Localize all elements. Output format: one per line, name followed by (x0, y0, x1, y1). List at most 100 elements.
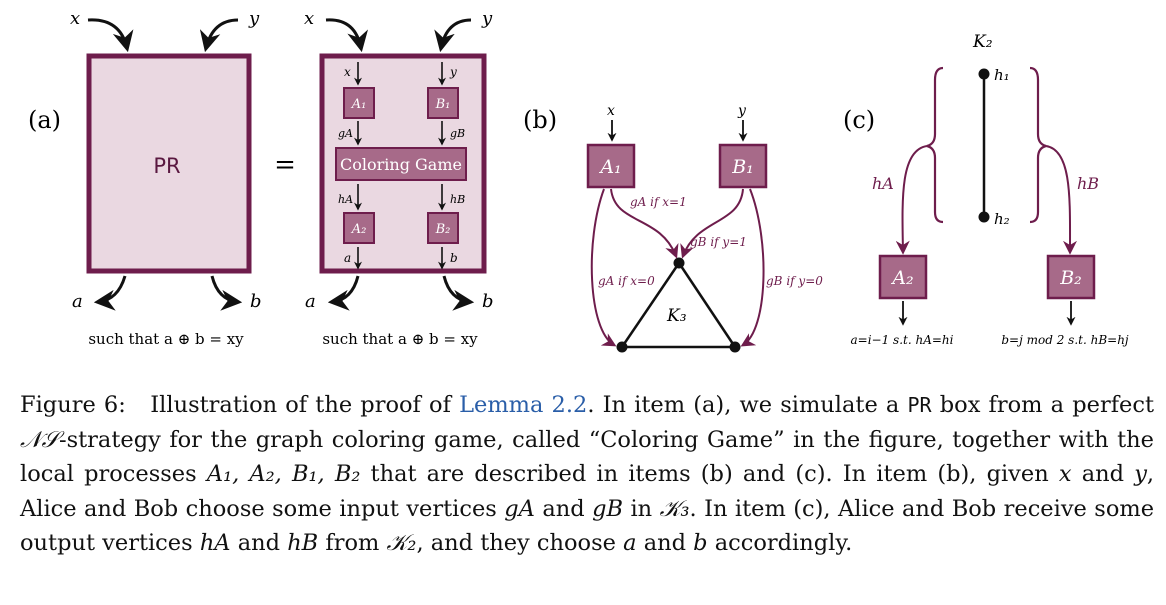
b-input-y-label: y (737, 103, 747, 119)
b-label-ga-x0: gA if x=0 (598, 274, 655, 288)
panel-b: (b) x y A₁ B₁ K₃ gA if x=1 gB if y=1 gA … (523, 103, 823, 353)
inner-a2-box (343, 212, 375, 244)
inner-a1-box (343, 87, 375, 119)
condition-left: such that a ⊕ b = xy (88, 330, 244, 348)
b-b1-box (718, 143, 768, 189)
caption-text: that are described in items (b) and (c).… (370, 461, 1049, 487)
caption-ha: hA (199, 530, 231, 556)
right-input-y-label: y (481, 8, 493, 29)
c-ha-label: hA (872, 174, 894, 193)
inner-b1-box (427, 87, 459, 119)
inner-a2-label: A₂ (351, 222, 367, 237)
lemma-link[interactable]: Lemma 2.2 (459, 392, 588, 418)
inner-a-label: a (344, 251, 351, 265)
b-a1-box (586, 143, 636, 189)
c-arrow-hb (1045, 145, 1078, 255)
caption-text: -strategy for the graph coloring game, c… (20, 426, 1154, 488)
coloring-game-label: Coloring Game (340, 155, 462, 174)
c-b2-box (1046, 254, 1096, 300)
k3-label: K₃ (666, 306, 687, 326)
k3-vertex-right (729, 341, 741, 353)
right-output-b-label: b (482, 291, 494, 312)
caption-text: accordingly. (714, 530, 853, 556)
inner-hb-label: hB (450, 193, 465, 206)
k3-edge-top-right (677, 262, 737, 348)
caption-text: , and they choose (416, 530, 616, 556)
c-arrow-ha (895, 145, 928, 255)
caption-text: and (542, 495, 585, 522)
right-input-x-label: x (304, 8, 314, 29)
b-input-x-label: x (607, 103, 615, 119)
right-arrow-b-out (442, 275, 475, 311)
caption-k3: 𝒦₃ (659, 495, 690, 522)
caption-text: . In item (a), we simulate a (587, 392, 900, 418)
caption-text: Illustration of the proof of (150, 392, 451, 418)
c-a2-label: A₂ (890, 267, 913, 289)
k2-label: K₂ (972, 32, 993, 52)
b-label-gb-y1: gB if y=1 (690, 235, 747, 249)
panel-c: (c) K₂ h₁ h₂ hA hB A₂ B₂ a=i−1 s.t. hA=h… (843, 32, 1129, 347)
caption-text: , Alice and Bob choose some input vertic… (20, 461, 1155, 522)
c-a2-box (878, 254, 928, 300)
h1-label: h₁ (994, 66, 1010, 84)
caption-ns: 𝒩𝒮 (20, 426, 59, 453)
inner-b-label: b (450, 251, 458, 265)
b-label-ga-x1: gA if x=1 (630, 195, 687, 209)
left-brace (926, 66, 944, 224)
b-label-gb-y0: gB if y=0 (766, 274, 823, 288)
k3-vertex-left (616, 341, 628, 353)
caption-text: in (630, 495, 653, 522)
inner-ga-label: gA (338, 127, 353, 140)
panel-a-label: (a) (28, 106, 61, 134)
output-a-label: a (72, 291, 83, 312)
caption-a: a (623, 530, 637, 556)
caption-ga: gA (504, 495, 535, 522)
panel-a: (a) x y PR a b such that a ⊕ b = xy = x … (28, 8, 494, 348)
coloring-game-box (335, 147, 467, 181)
caption-text: and (643, 530, 687, 556)
k2-vertex-h1 (978, 68, 990, 80)
panel-b-label: (b) (523, 106, 557, 134)
k3-vertex-top (673, 257, 685, 269)
arrow-y-in (199, 18, 239, 53)
b-arrow-ga-x0 (590, 188, 617, 347)
c-hb-label: hB (1077, 174, 1099, 193)
caption-k2: 𝒦₂ (386, 530, 417, 556)
figure-6-diagram: (a) x y PR a b such that a ⊕ b = xy = x … (28, 8, 1129, 353)
equals-sign: = (274, 150, 296, 180)
caption-text: box from a perfect (939, 392, 1154, 418)
inner-b1-label: B₁ (435, 97, 451, 112)
k2-vertex-h2 (978, 211, 990, 223)
inner-b2-box (427, 212, 459, 244)
inner-y-label: y (449, 65, 457, 79)
b-arrow-gb-y0 (740, 188, 765, 347)
b-a1-label: A₁ (598, 156, 621, 178)
caption-text: . In item (c), Alice and Bob receive som… (20, 495, 1155, 557)
caption-text: and (1081, 461, 1125, 487)
inner-gb-label: gB (450, 127, 465, 140)
inner-x-label: x (344, 65, 351, 79)
arrow-a-out (93, 275, 127, 311)
caption-procs: A₁, A₂, B₁, B₂ (206, 461, 361, 487)
right-arrow-y-in (434, 18, 472, 53)
arrow-b-out (210, 275, 243, 311)
c-b2-label: B₂ (1059, 267, 1082, 289)
caption-text: and (237, 530, 281, 556)
caption-pr: PR (907, 393, 932, 417)
condition-right: such that a ⊕ b = xy (322, 330, 478, 348)
caption-gb: gB (592, 495, 624, 522)
b-arrow-gb-y1 (680, 188, 744, 259)
b-arrow-ga-x1 (610, 188, 679, 259)
h2-label: h₂ (994, 210, 1010, 228)
input-y-label: y (248, 8, 260, 29)
c-output-right: b=j mod 2 s.t. hB=hj (1001, 333, 1129, 347)
caption-y: y (1134, 461, 1147, 487)
inner-ha-label: hA (338, 193, 353, 206)
input-x-label: x (70, 8, 80, 29)
right-brace (1029, 66, 1047, 224)
inner-b2-label: B₂ (435, 222, 451, 237)
figure-caption: Figure 6: Illustration of the proof of L… (20, 388, 1154, 561)
k3-edge-top-left (620, 262, 681, 348)
caption-text: from (325, 530, 380, 556)
panel-c-label: (c) (843, 106, 875, 134)
